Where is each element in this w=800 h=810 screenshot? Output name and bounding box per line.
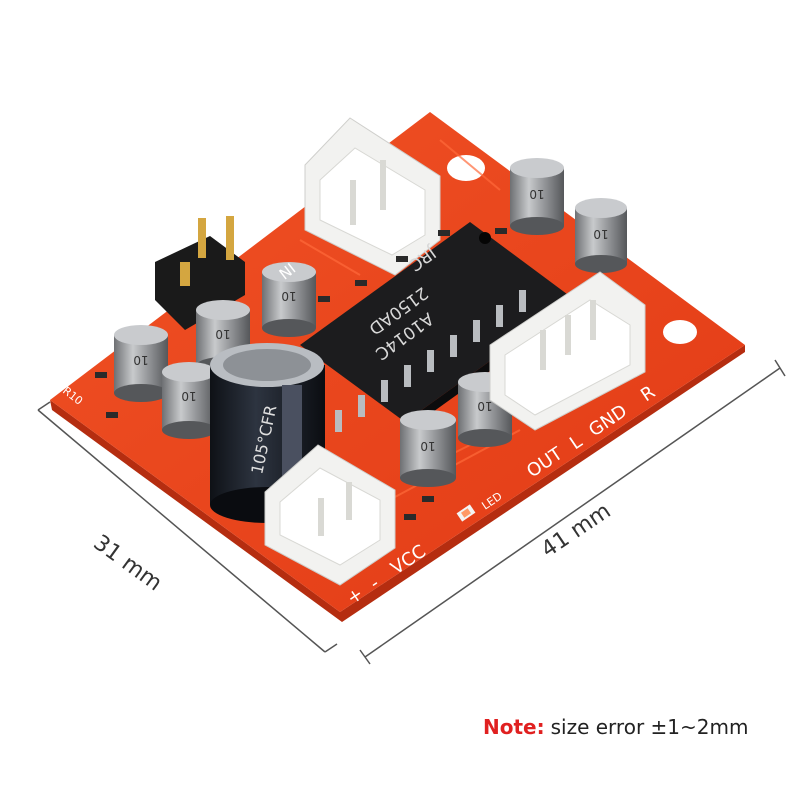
cap4-text: 10 bbox=[215, 327, 230, 341]
cap1-text: 10 bbox=[529, 187, 544, 201]
capacitor-1: 10 bbox=[510, 158, 564, 235]
smd-resistors bbox=[95, 228, 507, 520]
cap8-text: 10 bbox=[420, 439, 435, 453]
cap3-text: 10 bbox=[281, 289, 296, 303]
cap5-text: 10 bbox=[133, 353, 148, 367]
capacitor-3: 10 bbox=[262, 262, 316, 337]
big-capacitor: 105°CFR bbox=[210, 343, 325, 523]
capacitors: 10 10 10 10 10 bbox=[114, 158, 627, 487]
power-connector bbox=[264, 444, 396, 586]
capacitor-6: 10 bbox=[162, 362, 216, 439]
output-connector bbox=[489, 271, 646, 431]
cap2-text: 10 bbox=[593, 227, 608, 241]
note-key: Note: bbox=[483, 715, 545, 739]
size-note: Note:size error ±1~2mm bbox=[483, 715, 748, 739]
capacitor-5: 10 bbox=[114, 325, 168, 402]
cap7-text: 10 bbox=[477, 399, 492, 413]
capacitor-2: 10 bbox=[575, 198, 627, 273]
mounting-holes bbox=[447, 155, 697, 344]
note-text: size error ±1~2mm bbox=[550, 715, 749, 739]
input-connector bbox=[304, 117, 441, 276]
cap6-text: 10 bbox=[181, 389, 196, 403]
dimension-lines bbox=[37, 359, 786, 665]
led bbox=[456, 504, 476, 522]
capacitor-8: 10 bbox=[400, 410, 456, 487]
